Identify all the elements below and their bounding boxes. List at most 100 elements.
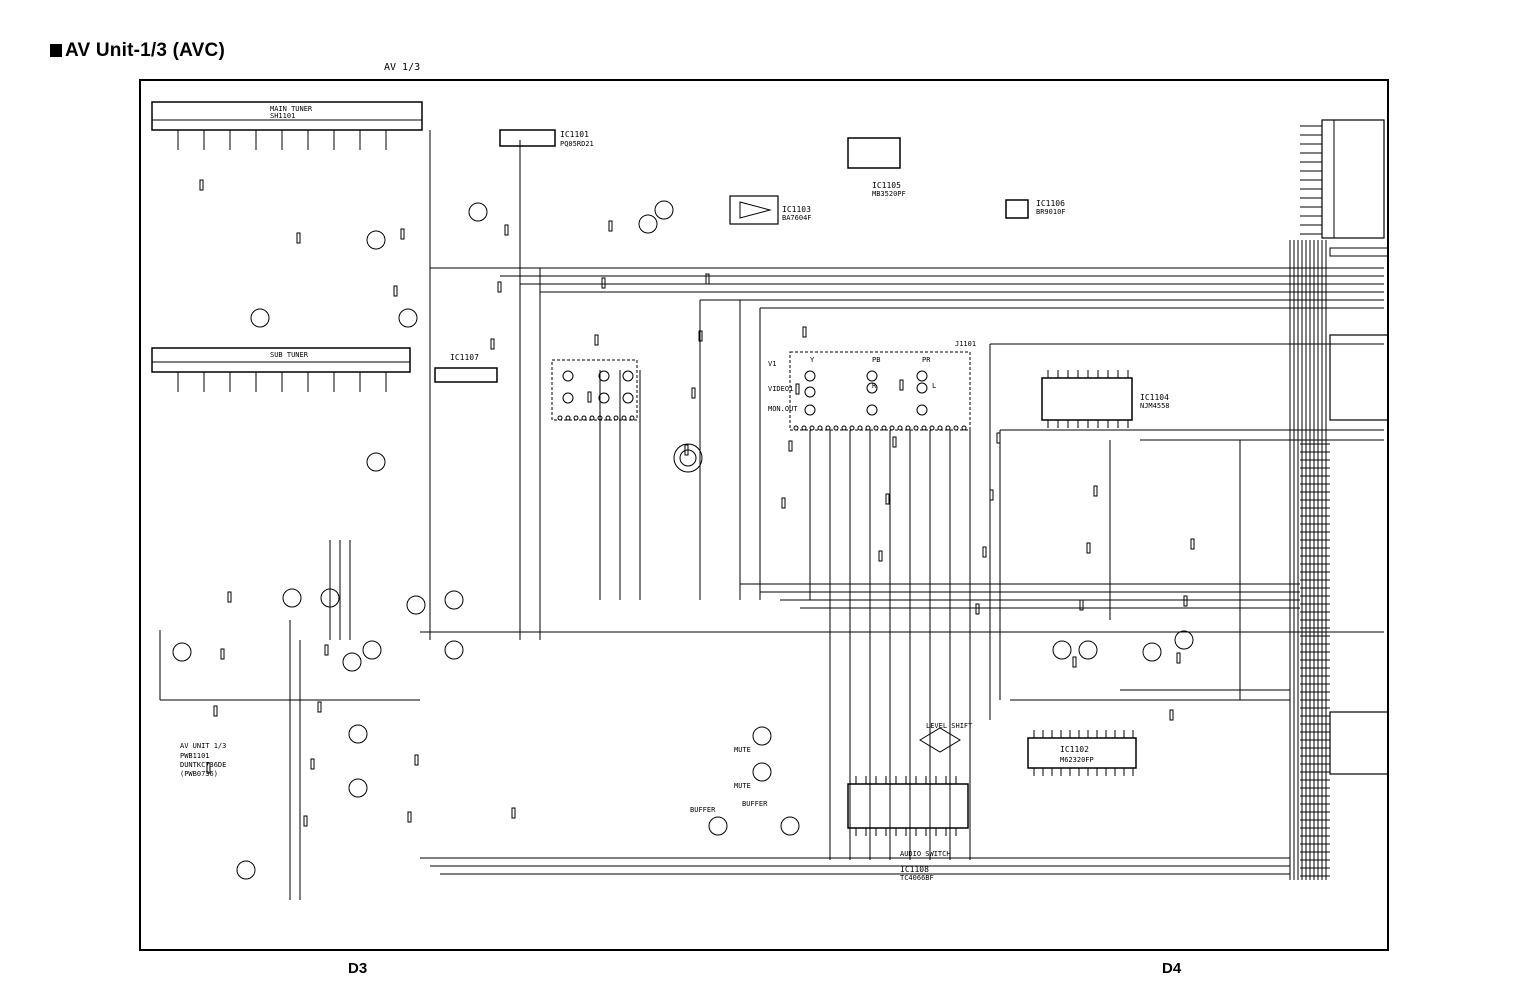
ic1106-part: BR9010F [1036, 208, 1066, 216]
jack-circle [916, 370, 928, 382]
resistor-symbol [996, 432, 1001, 444]
jack-circle [804, 370, 816, 382]
s-video-jack-inner [679, 449, 697, 467]
ic1108-ref: IC1108 [900, 865, 929, 874]
resistor-symbol [400, 228, 405, 240]
connector-p1101 [1321, 119, 1385, 239]
transistor-symbol [320, 588, 340, 608]
resistor-symbol [1183, 595, 1188, 607]
connector-block-3 [1329, 711, 1389, 775]
transistor-symbol [406, 595, 426, 615]
pwb-line3: DUNTKC736DE [180, 761, 226, 769]
border-frame [139, 79, 1389, 951]
title-text: AV Unit-1/3 (AVC) [65, 40, 225, 61]
title-square-icon [50, 44, 62, 57]
section-buffer-1: BUFFER [690, 806, 716, 814]
resistor-symbol [213, 705, 218, 717]
sub-tuner-block: SUB TUNER [151, 347, 411, 373]
resistor-symbol [497, 281, 502, 293]
transistor-symbol [638, 214, 658, 234]
pin-dot [573, 415, 579, 421]
jack-ref: J1101 [955, 340, 976, 348]
wiring [159, 125, 1384, 900]
resistor-symbol [1093, 485, 1098, 497]
ic1106-ref: IC1106 [1036, 199, 1065, 208]
level-shift-bridge [919, 727, 961, 753]
transistor-symbol [1174, 630, 1194, 650]
main-tuner-block: MAIN TUNER SH1101 [151, 101, 423, 131]
resistor-symbol [511, 807, 516, 819]
transistor-symbol [366, 452, 386, 472]
resistor-symbol [892, 436, 897, 448]
resistor-symbol [989, 489, 994, 501]
pwb-line2: PWB1101 [180, 752, 210, 760]
resistor-symbol [788, 440, 793, 452]
ic1102-ref: IC1102 [1060, 745, 1089, 754]
ic1103-part: BA7604F [782, 214, 812, 222]
resistor-symbol [296, 232, 301, 244]
transistor-symbol [468, 202, 488, 222]
section-buffer-2: BUFFER [742, 800, 768, 808]
pin-dot [897, 425, 903, 431]
resistor-symbol [317, 701, 322, 713]
transistor-symbol [752, 762, 772, 782]
transistor-symbol [1142, 642, 1162, 662]
ic1102-part: M62320FP [1060, 756, 1094, 764]
ic1107-block: IC1107 [434, 353, 498, 383]
pwb-label: AV UNIT 1/3 PWB1101 DUNTKC736DE (PWB0736… [180, 742, 226, 778]
jack-circle [866, 370, 878, 382]
resistor-symbol [310, 758, 315, 770]
section-mute-2: MUTE [734, 782, 751, 790]
transistor-symbol [348, 778, 368, 798]
ic1105-block: IC1105 MB3520PF [847, 137, 906, 198]
connector-gap-1 [1329, 247, 1389, 257]
pin-dot [881, 425, 887, 431]
ic1106-block: IC1106 BR9010F [1005, 199, 1066, 219]
ic1101-ref: IC1101 [560, 130, 589, 139]
section-audio-switch: AUDIO SWITCH [900, 850, 951, 858]
transistor-symbol [708, 816, 728, 836]
pin-dot [953, 425, 959, 431]
sheet-label: AV 1/3 [384, 62, 421, 73]
resistor-symbol [601, 277, 606, 289]
resistor-symbol [1079, 599, 1084, 611]
transistor-symbol [1078, 640, 1098, 660]
pin-dot [841, 425, 847, 431]
pin-dot [873, 425, 879, 431]
pin-dot [809, 425, 815, 431]
ic1104-block: IC1104 NJM4558 [1041, 377, 1170, 421]
jack-label-video1: VIDEO1 [768, 385, 793, 393]
jack-circle [866, 404, 878, 416]
resistor-symbol [206, 762, 211, 774]
resistor-symbol [490, 338, 495, 350]
jack-pb-label: PB [872, 356, 880, 364]
jack-circle [804, 386, 816, 398]
page-title: AV Unit-1/3 (AVC) [50, 40, 225, 62]
resistor-symbol [705, 273, 710, 285]
section-mute-1: MUTE [734, 746, 751, 754]
resistor-symbol [802, 326, 807, 338]
resistor-symbol [975, 603, 980, 615]
jack-circle [562, 392, 574, 404]
resistor-symbol [407, 811, 412, 823]
s-video-jack [673, 443, 703, 473]
transistor-symbol [282, 588, 302, 608]
pin-dot [857, 425, 863, 431]
jack-circle [916, 382, 928, 394]
ic1102-block: IC1102 M62320FP [1027, 737, 1137, 769]
pin-dot [913, 425, 919, 431]
transistor-symbol [172, 642, 192, 662]
pin-dot [921, 425, 927, 431]
jack-circle [622, 370, 634, 382]
jack-circle [598, 392, 610, 404]
pin-dot [605, 415, 611, 421]
transistor-symbol [342, 652, 362, 672]
ic1104-part: NJM4558 [1140, 402, 1170, 410]
pin-dot [613, 415, 619, 421]
jack-circle [598, 370, 610, 382]
resistor-symbol [1169, 709, 1174, 721]
pin-dot [865, 425, 871, 431]
pin-dot [849, 425, 855, 431]
pwb-line1: AV UNIT 1/3 [180, 742, 226, 750]
